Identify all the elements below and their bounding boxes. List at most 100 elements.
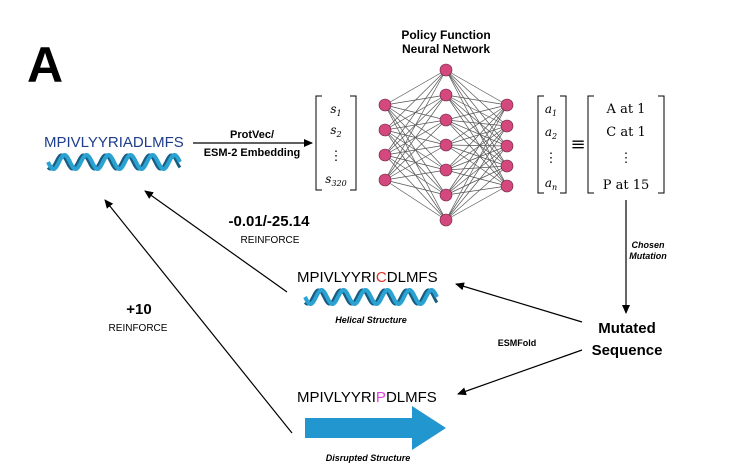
neuron-layer-2 [439,88,453,102]
neuron-layer-3 [500,119,514,133]
network-edge [384,69,447,181]
network-edge [445,144,508,187]
mutated-sequence-label-line-1: Mutated [598,320,656,337]
disrupted-candidate-sequence: MPIVLYYRIPDLMFS [297,389,437,406]
network-edge [445,104,508,196]
disrupted-seq-mutation: P [376,389,386,406]
disrupted-seq-suffix: DLMFS [386,389,437,406]
embedding-label-line-2: ESM-2 Embedding [204,147,301,159]
neuron-layer-3 [500,139,514,153]
network-edge [384,69,447,131]
neuron-layer-1 [378,98,392,112]
meaning-vector-right-bracket [658,95,665,194]
action-vector-right-bracket [560,95,567,194]
chosen-mutation-label-line-1: Chosen [631,240,665,250]
network-edge [445,145,508,171]
helical-candidate-sequence: MPIVLYYRICDLMFS [297,269,438,286]
state-s2: s2 [330,123,341,139]
network-edge [384,69,447,106]
helical-reward-label: REINFORCE [241,235,300,246]
network-edge [445,125,508,171]
neuron-layer-2 [439,213,453,227]
reinforce-arrow-disrupted [104,199,293,434]
helix-back-strand [303,288,439,306]
network-edge [445,69,508,127]
network-title-line-1: Policy Function [401,28,490,42]
original-helix-icon [46,152,182,172]
helical-structure-icon [303,287,439,307]
network-edge [445,94,508,106]
network-edge [445,144,508,147]
network-edge [445,119,508,167]
state-vector-left-bracket [315,95,322,191]
network-edge [445,169,508,187]
neuron-layer-1 [378,173,392,187]
helical-seq-prefix: MPIVLYYRI [297,269,376,286]
network-edge [445,104,508,171]
network-edge [445,94,508,127]
meaning-p-at-15: P at 15 [603,178,650,193]
network-edge [384,144,447,181]
disrupted-seq-prefix: MPIVLYYRI [297,389,376,406]
network-edge [384,179,447,196]
neuron-layer-2 [439,138,453,152]
meaning-c-at-1: C at 1 [606,125,645,140]
network-edge [384,179,447,221]
network-edge [445,165,508,196]
meaning-vdots: ⋮ [620,151,633,166]
neuron-layer-1 [378,123,392,137]
network-neurons [378,63,514,227]
neuron-layer-3 [500,159,514,173]
disrupted-reward-value: +10 [126,301,151,318]
helical-seq-mutation: C [376,269,387,286]
disrupted-structure-caption: Disrupted Structure [326,453,411,463]
network-edge [445,165,508,171]
action-vector-left-bracket [537,95,544,194]
network-edge [445,69,508,106]
network-edge [384,94,447,181]
chosen-mutation-label-line-2: Mutation [629,251,667,261]
action-a2: a2 [545,125,557,141]
network-edge [445,144,508,167]
helical-seq-suffix: DLMFS [387,269,438,286]
panel-label: A [27,37,63,93]
mutated-sequence-label-line-2: Sequence [592,342,663,359]
original-sequence: MPIVLYYRIADLMFS [44,134,184,151]
network-edge [445,165,508,221]
esmfold-arrow-to-helical [455,282,583,323]
state-s1: s1 [330,102,341,118]
network-edge [445,145,508,196]
helix-front-strand [303,287,439,307]
network-edge [445,69,508,147]
helical-structure-caption: Helical Structure [335,315,407,325]
state-s320: s320 [325,172,346,188]
network-edge [445,145,508,221]
network-edge [445,185,508,221]
action-vdots: ⋮ [545,151,558,166]
disrupted-structure-arrow-icon [305,406,446,450]
esmfold-arrow-to-disrupted [457,349,583,396]
network-connections [384,69,508,221]
state-vdots: ⋮ [330,149,343,164]
embedding-label-line-1: ProtVec/ [230,129,274,141]
helical-reward-value: -0.01/-25.14 [229,213,311,230]
state-vector-right-bracket [350,95,357,191]
network-edge [445,125,508,146]
helix-front-strand [46,152,182,172]
network-edge [384,69,447,156]
action-a1: a1 [545,102,557,118]
meaning-vector-left-bracket [587,95,594,194]
neuron-layer-3 [500,179,514,193]
network-edge [445,104,508,146]
neuron-layer-2 [439,188,453,202]
neuron-layer-2 [439,113,453,127]
network-edge [445,94,508,147]
equivalence-symbol: ≡ [570,134,585,155]
neuron-layer-3 [500,98,514,112]
network-edge [445,104,508,221]
reinforce-arrow-helical [144,190,288,293]
esmfold-label: ESMFold [498,338,537,348]
action-an: an [545,176,557,192]
helix-back-strand [46,153,182,171]
